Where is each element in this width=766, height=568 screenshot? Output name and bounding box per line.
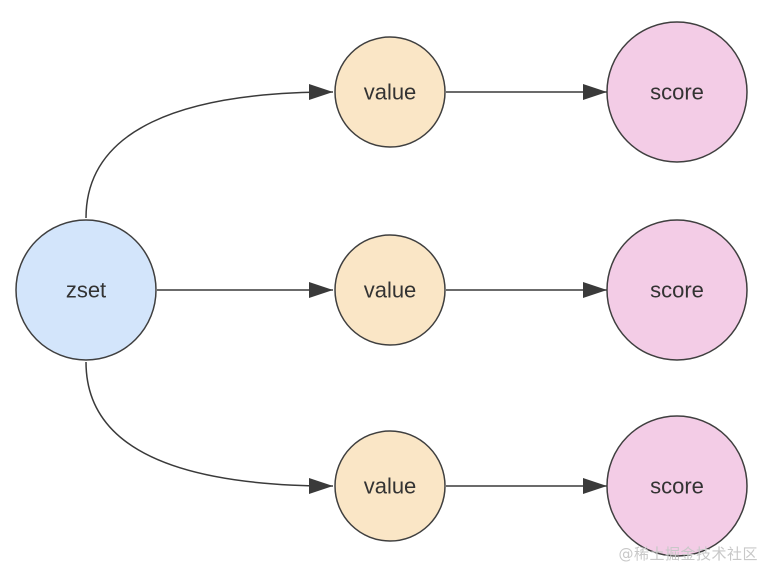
score-node-1-circle — [606, 21, 748, 163]
score-node-1-label: score — [650, 80, 704, 105]
score-node-2: score — [606, 219, 748, 361]
score-node-3-label: score — [650, 474, 704, 499]
value-node-2-circle — [334, 234, 446, 346]
value-node-1-circle — [334, 36, 446, 148]
edges — [85, 84, 607, 494]
score-node-2-circle — [606, 219, 748, 361]
score-node-2-label: score — [650, 278, 704, 303]
edge-zset-to-value-3 — [85, 361, 334, 494]
value-node-3: value — [334, 430, 446, 542]
value-node-1-label: value — [364, 80, 417, 105]
score-node-3-circle — [606, 415, 748, 557]
score-node-3: score — [606, 415, 748, 557]
value-node-2-label: value — [364, 278, 417, 303]
zset-node: zset — [15, 219, 157, 361]
value-node-2: value — [334, 234, 446, 346]
edge-zset-to-value-1 — [85, 84, 334, 219]
zset-node-circle — [15, 219, 157, 361]
watermark: @稀土掘金技术社区 — [618, 545, 758, 563]
value-node-3-label: value — [364, 474, 417, 499]
zset-node-label: zset — [66, 278, 106, 303]
value-node-3-circle — [334, 430, 446, 542]
score-node-1: score — [606, 21, 748, 163]
value-node-1: value — [334, 36, 446, 148]
